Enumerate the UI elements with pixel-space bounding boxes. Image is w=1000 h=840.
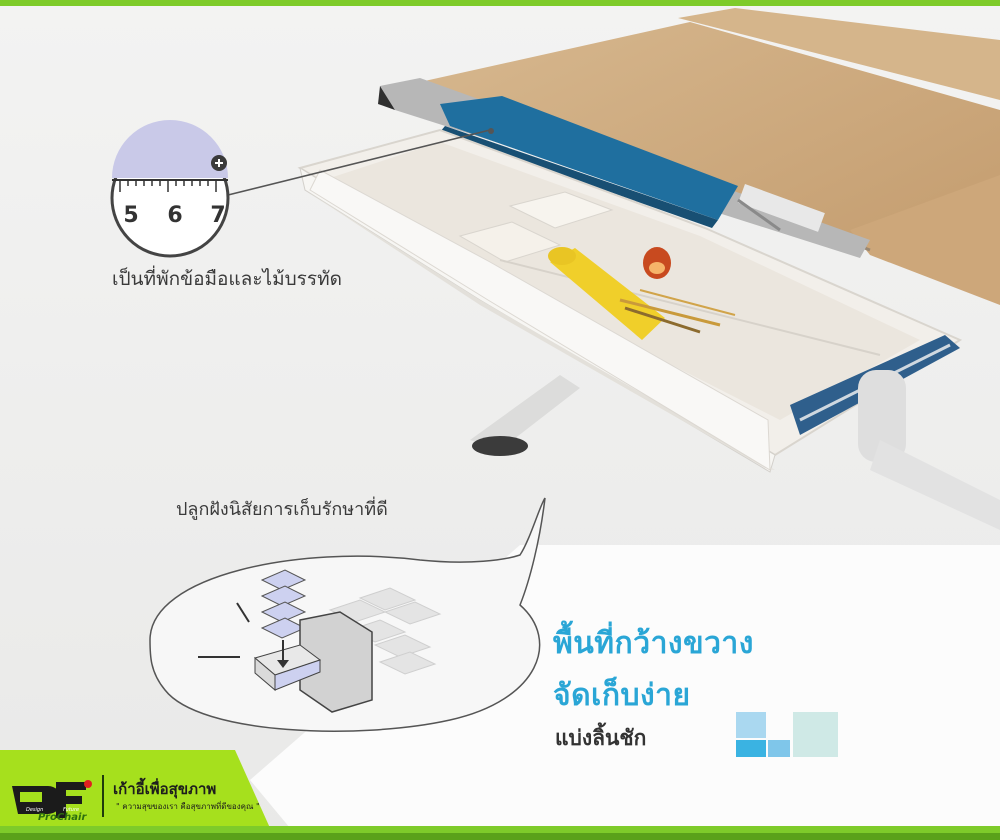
headline-line-1: พื้นที่กว้างขวาง [553, 626, 754, 661]
ruler-tick-7: 7 [210, 203, 225, 228]
prochair-logo: Design Future [12, 780, 92, 818]
footer-divider [102, 775, 104, 817]
bottom-accent-strip-dark [0, 833, 1000, 840]
svg-text:Design: Design [26, 807, 43, 813]
svg-text:Future: Future [63, 807, 79, 813]
headline-subtitle: แบ่งลิ้นชัก [555, 726, 647, 750]
compartment-grid-icon [736, 712, 838, 757]
top-accent-strip [0, 0, 1000, 6]
footer-title: เก้าอี้เพื่อสุขภาพ [113, 780, 217, 798]
drawer-box-icon [253, 611, 373, 713]
ruler-caption: เป็นที่พักข้อมือและไม้บรรทัด [112, 268, 342, 290]
pencil-cup [548, 247, 736, 340]
ruler-tick-5: 5 [123, 203, 138, 228]
habit-caption: ปลูกฝังนิสัยการเก็บรักษาที่ดี [176, 499, 388, 520]
desk-legs [470, 370, 1000, 530]
ruler-tick-6: 6 [167, 203, 182, 228]
habit-bubble [149, 497, 546, 732]
headline-line-2: จัดเก็บง่าย [553, 678, 691, 713]
wrist-rest [440, 96, 825, 232]
footer-slogan: " ความสุขของเรา คือสุขภาพที่ดีของคุณ " [116, 802, 260, 811]
footer-band [0, 750, 270, 828]
ruler-callout: 5 6 7 [110, 120, 494, 258]
brand-name: ProChair [38, 812, 87, 823]
